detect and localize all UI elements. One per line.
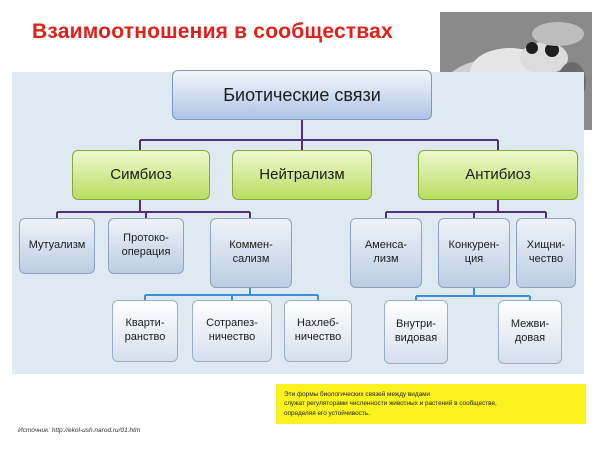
node-amensalism: Аменса- лизм xyxy=(350,218,422,288)
node-commensalism: Коммен- сализм xyxy=(210,218,292,288)
node-interspecific-label: Межви- довая xyxy=(510,318,550,344)
node-symbiosis-label: Симбиоз xyxy=(110,165,172,183)
node-antibiosis-label: Антибиоз xyxy=(465,165,531,183)
source-caption: Источник: http://ekol-ush.narod.ru/01.ht… xyxy=(18,427,141,434)
node-predation: Хищни- чество xyxy=(516,218,576,288)
node-commensal-feeding: Сотрапез- ничество xyxy=(192,300,272,362)
root-label: Биотические связи xyxy=(223,84,381,105)
node-symbiosis: Симбиоз xyxy=(72,150,210,200)
note-line: Эти формы биологических связей между вид… xyxy=(284,391,431,398)
node-commensalism-label: Коммен- сализм xyxy=(229,239,273,265)
node-neutralism: Нейтрализм xyxy=(232,150,372,200)
slide-title: Взаимоотношения в сообществах xyxy=(32,20,393,43)
node-antibiosis: Антибиоз xyxy=(418,150,578,200)
node-freeloading: Нахлеб- ничество xyxy=(284,300,352,362)
node-quartering: Кварти- ранство xyxy=(112,300,178,362)
node-commensal-feeding-label: Сотрапез- ничество xyxy=(206,317,258,343)
node-intraspecific: Внутри- видовая xyxy=(384,300,448,364)
node-protocooperation-label: Протоко- операция xyxy=(121,232,171,258)
root-node: Биотические связи xyxy=(172,70,432,120)
node-mutualism-label: Мутуализм xyxy=(28,239,86,252)
node-interspecific: Межви- довая xyxy=(498,300,562,364)
node-predation-label: Хищни- чество xyxy=(526,239,566,265)
node-mutualism: Мутуализм xyxy=(19,218,95,274)
note-line: определяя его устойчивость. xyxy=(284,409,370,417)
node-protocooperation: Протоко- операция xyxy=(108,218,184,274)
note-box: Эти формы биологических связей между вид… xyxy=(276,384,586,424)
node-competition: Конкурен- ция xyxy=(438,218,510,288)
node-intraspecific-label: Внутри- видовая xyxy=(394,318,438,344)
node-quartering-label: Кварти- ранство xyxy=(124,317,166,343)
note-line: служат регуляторами численности животных… xyxy=(284,400,497,408)
node-competition-label: Конкурен- ция xyxy=(448,239,500,265)
node-freeloading-label: Нахлеб- ничество xyxy=(294,317,342,343)
node-amensalism-label: Аменса- лизм xyxy=(364,239,408,265)
node-neutralism-label: Нейтрализм xyxy=(259,165,345,183)
